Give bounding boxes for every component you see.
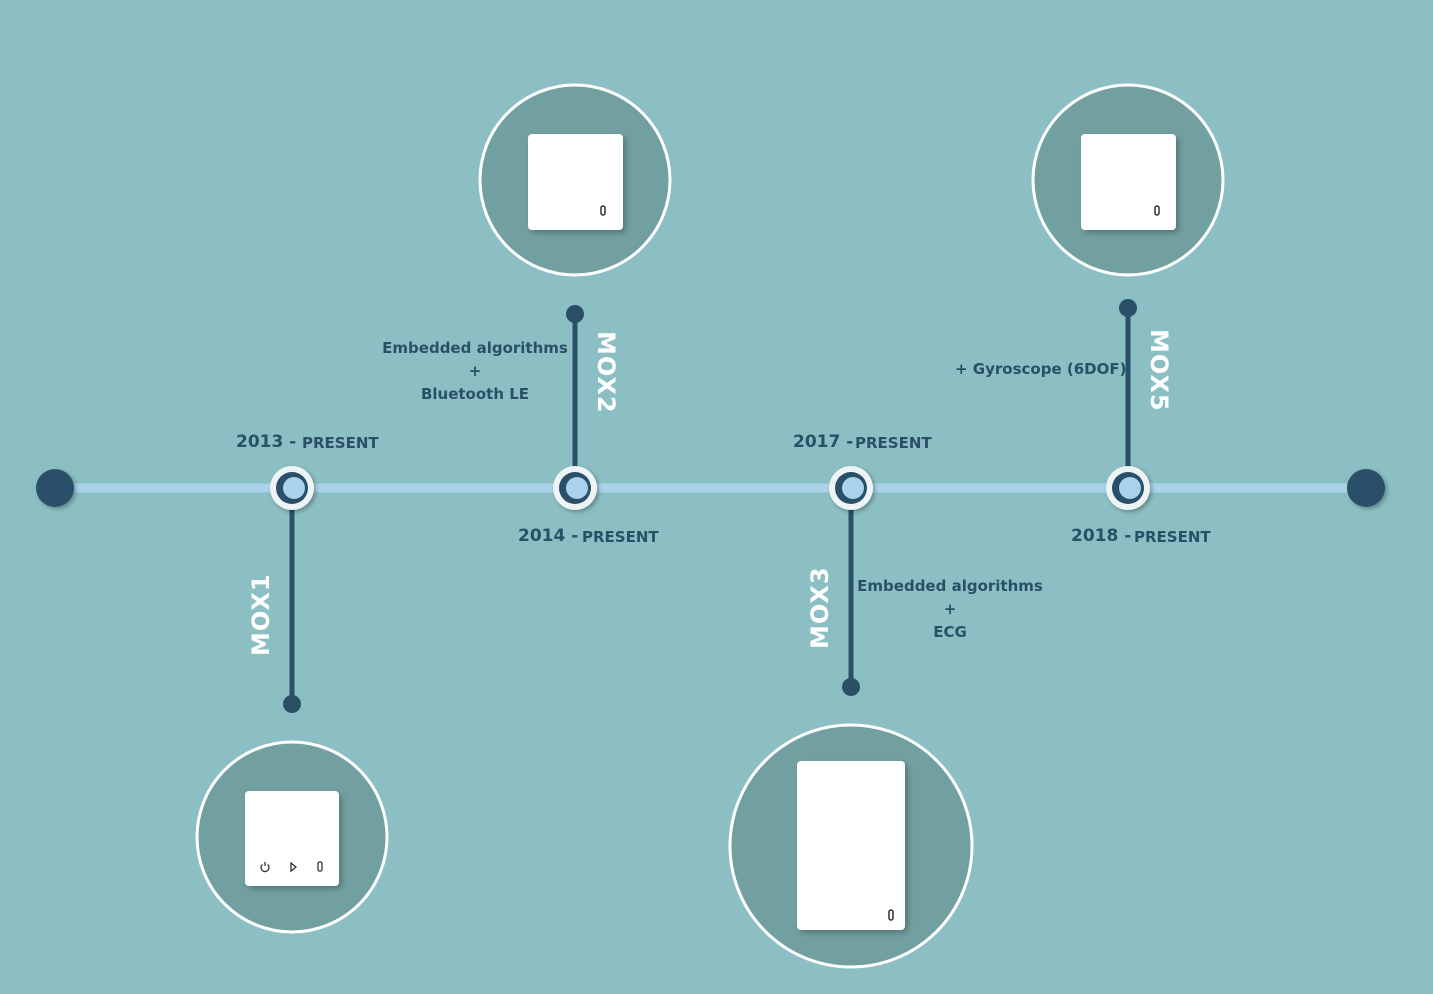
timeline-start-dot-icon (36, 469, 74, 507)
play-icon (290, 861, 298, 873)
device-circle-mox3 (728, 723, 974, 969)
tall-device-icon-mox3 (797, 761, 905, 930)
square-device-icon-mox2 (528, 134, 623, 230)
feature-line: Embedded algorithms (382, 339, 568, 357)
status-label-mox2: PRESENT (582, 528, 659, 546)
timeline-end-dot-icon (1347, 469, 1385, 507)
features-mox3: Embedded algorithms + ECG (855, 575, 1045, 644)
feature-line: + (943, 600, 957, 618)
feature-line: Embedded algorithms (857, 577, 1043, 595)
status-label-mox1: PRESENT (302, 434, 379, 452)
status-label-mox3: PRESENT (855, 434, 932, 452)
device-circle-mox2 (478, 83, 672, 277)
features-mox2: Embedded algorithms + Bluetooth LE (380, 337, 570, 406)
features-mox5: + Gyroscope (6DOF) (955, 358, 1127, 381)
feature-line: + (468, 362, 482, 380)
stem-end-dot-icon-mox3 (842, 678, 860, 696)
ring-node-icon-mox5 (1106, 466, 1150, 510)
model-label-mox5: MOX5 (1145, 329, 1173, 412)
power-icon (260, 862, 270, 873)
status-label-mox5: PRESENT (1134, 528, 1211, 546)
device-with-buttons-icon-mox1 (245, 791, 339, 886)
slot-icon (317, 861, 323, 872)
square-device-icon-mox5 (1081, 134, 1176, 230)
model-label-mox2: MOX2 (592, 331, 620, 414)
feature-line: Bluetooth LE (420, 385, 530, 403)
year-label-mox1: 2013 - (236, 432, 297, 452)
stem-end-dot-icon-mox5 (1119, 299, 1137, 317)
ring-node-icon-mox1 (270, 466, 314, 510)
stem-end-dot-icon-mox1 (283, 695, 301, 713)
model-label-mox1: MOX1 (247, 573, 275, 656)
feature-line: + Gyroscope (6DOF) (955, 360, 1127, 378)
ring-node-icon-mox3 (829, 466, 873, 510)
device-circle-mox5 (1031, 83, 1225, 277)
feature-line: ECG (933, 623, 967, 641)
stem-end-dot-icon-mox2 (566, 305, 584, 323)
year-label-mox3: 2017 - (793, 432, 854, 452)
year-label-mox2: 2014 - (518, 526, 579, 546)
device-circle-mox1 (195, 740, 389, 934)
ring-node-icon-mox2 (553, 466, 597, 510)
model-label-mox3: MOX3 (806, 566, 834, 649)
year-label-mox5: 2018 - (1071, 526, 1132, 546)
